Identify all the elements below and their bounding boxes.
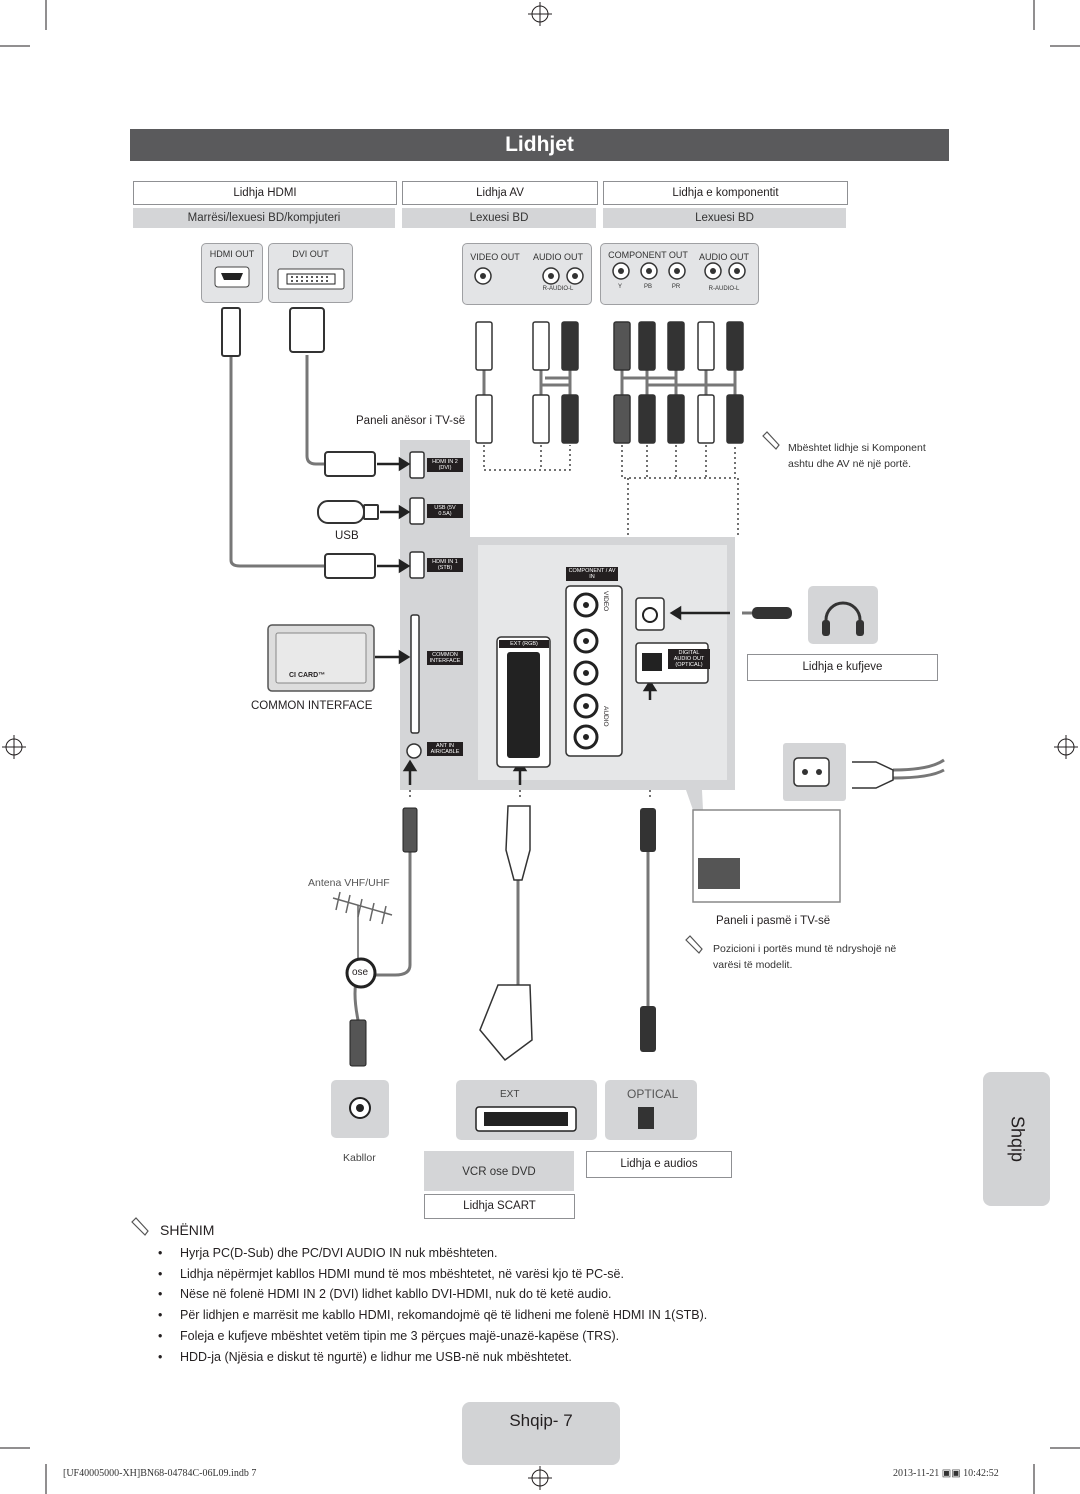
- component-av-note: Mbështet lidhje si Komponent ashtu dhe A…: [788, 442, 926, 470]
- list-item: Nëse në folenë HDMI IN 2 (DVI) lidhet ka…: [158, 1284, 958, 1305]
- optical-port-label: OPTICAL: [627, 1087, 679, 1101]
- av-connection-header: Lidhja AV: [402, 181, 598, 205]
- side-panel-label: Paneli anësor i TV-së: [356, 415, 466, 427]
- ant-in-label: ANT IN AIR/CABLE: [427, 742, 463, 756]
- dvi-port-icon: [277, 268, 345, 290]
- list-item: Foleja e kufjeve mbështet vetëm tipin me…: [158, 1326, 958, 1347]
- dvi-out-port-box: DVI OUT: [268, 243, 353, 303]
- rca-jacks-icon: [474, 267, 584, 285]
- usb-label: USB: [335, 530, 359, 542]
- page-title: Lidhjet: [130, 129, 949, 161]
- or-label: ose: [352, 967, 369, 978]
- footer-timestamp: 2013-11-21 ▣▣ 10:42:52: [893, 1468, 999, 1479]
- video-jack-label: VIDEO: [602, 591, 609, 612]
- component-out-port-box: COMPONENT OUT AUDIO OUT Y PB PR R-AUDIO-…: [600, 243, 759, 305]
- list-item: HDD-ja (Njësia e diskut të ngurtë) e lid…: [158, 1347, 958, 1368]
- antenna-label: Antena VHF/UHF: [308, 877, 390, 889]
- hdmi-connection-header: Lidhja HDMI: [133, 181, 397, 205]
- hdmi-in2-label: HDMI IN 2 (DVI): [427, 458, 463, 472]
- vcr-dvd-label: VCR ose DVD: [424, 1151, 574, 1191]
- common-port-label: COMMON INTERFACE: [427, 651, 463, 665]
- cable-label: Kabllor: [343, 1152, 376, 1164]
- hdmi-port-icon: [214, 266, 250, 288]
- audio-jack-label: AUDIO: [602, 706, 609, 727]
- component-connection-header: Lidhja e komponentit: [603, 181, 848, 205]
- av-out-port-box: VIDEO OUT AUDIO OUT R-AUDIO-L: [462, 243, 592, 305]
- audio-connection-label: Lidhja e audios: [586, 1151, 732, 1178]
- port-position-note: Pozicioni i portës mund të ndryshojë në …: [713, 943, 897, 971]
- headphones-connection-label: Lidhja e kufjeve: [747, 654, 938, 681]
- ci-card-label: CI CARD™: [289, 672, 326, 679]
- page-number: Shqip- 7: [462, 1402, 620, 1465]
- hdmi-device-label: Marrësi/lexuesi BD/kompjuteri: [133, 208, 395, 228]
- list-item: Hyrja PC(D-Sub) dhe PC/DVI AUDIO IN nuk …: [158, 1243, 958, 1264]
- usb-port-label: USB (5V 0.5A): [427, 504, 463, 518]
- rear-panel-label: Paneli i pasmë i TV-së: [716, 915, 831, 927]
- ext-port-label: EXT: [500, 1089, 520, 1100]
- language-side-tab: Shqip: [983, 1072, 1050, 1206]
- hdmi-in1-label: HDMI IN 1 (STB): [427, 558, 463, 572]
- hdmi-out-port-box: HDMI OUT: [201, 243, 263, 303]
- footer-file-info: [UF40005000-XH]BN68-04784C-06L09.indb 7: [63, 1468, 257, 1479]
- scart-connection-label: Lidhja SCART: [424, 1194, 575, 1219]
- common-interface-label: COMMON INTERFACE: [251, 700, 373, 712]
- list-item: Për lidhjen e marrësit me kabllo HDMI, r…: [158, 1305, 958, 1326]
- notes-title: SHËNIM: [160, 1222, 215, 1238]
- component-jacks-icon: [612, 262, 746, 280]
- notes-list: Hyrja PC(D-Sub) dhe PC/DVI AUDIO IN nuk …: [158, 1243, 958, 1367]
- ext-rgb-label: EXT (RGB): [499, 640, 549, 648]
- component-av-in-label: COMPONENT / AV IN: [566, 567, 618, 581]
- list-item: Lidhja nëpërmjet kabllos HDMI mund të mo…: [158, 1264, 958, 1285]
- av-device-label: Lexuesi BD: [402, 208, 596, 228]
- digital-audio-out-label: DIGITAL AUDIO OUT (OPTICAL): [668, 649, 710, 669]
- component-device-label: Lexuesi BD: [603, 208, 846, 228]
